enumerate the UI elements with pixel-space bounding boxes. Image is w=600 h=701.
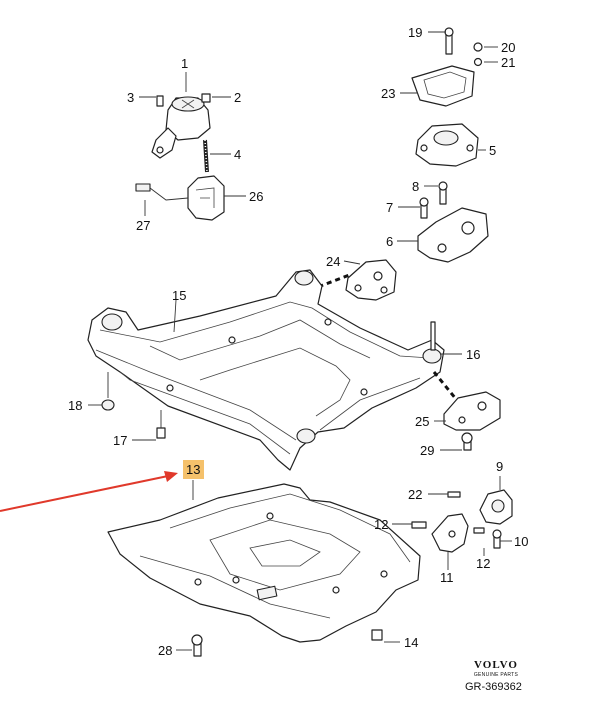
callout-18: 18 [68,398,82,413]
callout-23: 23 [381,86,395,101]
callout-8: 8 [412,179,419,194]
callout-20: 20 [501,40,515,55]
callout-13: 13 [186,462,200,477]
bracket-11 [411,491,485,553]
callout-27: 27 [136,218,150,233]
bracket-25 [443,391,501,451]
callout-28: 28 [158,643,172,658]
callout-22: 22 [408,487,422,502]
callout-15: 15 [172,288,186,303]
bracket-24 [309,259,397,301]
callout-3: 3 [127,90,134,105]
subframe [87,269,462,471]
callout-21: 21 [501,55,515,70]
bracket-6 [417,181,489,263]
callout-13-highlight [183,460,204,479]
leader-lines [88,31,512,651]
callout-19: 19 [408,25,422,40]
nut-2-shape [201,93,211,103]
callout-7: 7 [386,200,393,215]
callout-4: 4 [234,147,241,162]
callout-26: 26 [249,189,263,204]
rear-mount-9 [479,489,513,549]
bolt-3-shape [156,95,164,107]
brand-subtitle: GENUINE PARTS [473,672,519,678]
callout-2: 2 [234,90,241,105]
callout-17: 17 [113,433,127,448]
callout-14: 14 [404,635,418,650]
mount-bracket-26 [135,175,225,221]
callout-11: 11 [440,570,454,585]
callout-29: 29 [420,443,434,458]
brand-logo: VOLVO [474,659,518,671]
bolt-17 [156,410,166,439]
callout-24: 24 [326,254,340,269]
callout-9: 9 [496,459,503,474]
callout-6: 6 [386,234,393,249]
engine-mount-left [151,93,211,173]
callout-1: 1 [181,56,188,71]
callout-25: 25 [415,414,429,429]
callout-12a: 12 [374,517,388,532]
callout-5: 5 [489,143,496,158]
red-pointer-arrow [0,471,178,512]
callout-labels: 1 2 3 4 5 6 7 8 9 10 11 12 12 13 14 15 1… [68,25,528,658]
upper-right-mount [411,27,483,167]
diagram-reference: GR-369362 [465,681,522,693]
bushing-18 [101,372,115,411]
undertray [107,483,421,657]
callout-10: 10 [514,534,528,549]
callout-16: 16 [466,347,480,362]
callout-12b: 12 [476,556,490,571]
